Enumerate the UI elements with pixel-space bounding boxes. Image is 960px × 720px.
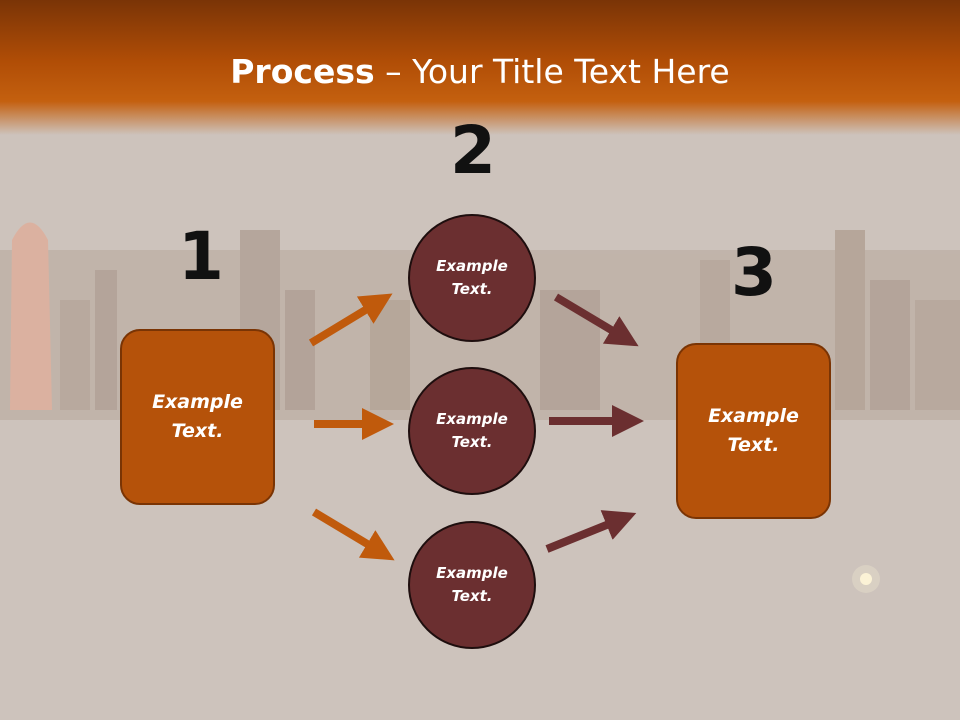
arrow-circle-bottom-to-step3 <box>545 510 637 553</box>
step-3-text-line2: Text. <box>727 434 780 456</box>
circle-middle-line2: Text. <box>451 433 493 451</box>
step-1-box: Example Text. <box>120 329 275 505</box>
circle-bottom-text: Example Text. <box>436 562 508 608</box>
circle-bottom: Example Text. <box>408 521 536 649</box>
slide-title-rest: – Your Title Text Here <box>374 52 730 91</box>
circle-bottom-line1: Example <box>436 564 508 582</box>
step-1-text-line1: Example <box>152 391 243 413</box>
arrow-circle-top-to-step3 <box>553 293 639 347</box>
circle-top-text: Example Text. <box>436 255 508 301</box>
step-1-text: Example Text. <box>152 388 243 446</box>
step-3-box: Example Text. <box>676 343 831 519</box>
circle-bottom-line2: Text. <box>451 587 493 605</box>
slide-title: Process – Your Title Text Here <box>0 52 960 91</box>
circle-top-line1: Example <box>436 257 508 275</box>
step-number-3: 3 <box>731 234 777 311</box>
title-bar <box>0 0 960 135</box>
circle-middle-line1: Example <box>436 410 508 428</box>
arrow-step1-to-circle-top <box>308 293 393 347</box>
step-3-text: Example Text. <box>708 402 799 460</box>
circle-middle-text: Example Text. <box>436 408 508 454</box>
slide-title-bold: Process <box>230 52 375 91</box>
step-number-1: 1 <box>178 218 224 295</box>
step-3-text-line1: Example <box>708 405 799 427</box>
circle-middle: Example Text. <box>408 367 536 495</box>
step-1-text-line2: Text. <box>171 420 224 442</box>
step-number-2: 2 <box>450 112 496 189</box>
circle-top: Example Text. <box>408 214 536 342</box>
circle-top-line2: Text. <box>451 280 493 298</box>
arrow-step1-to-circle-bottom <box>311 508 395 561</box>
